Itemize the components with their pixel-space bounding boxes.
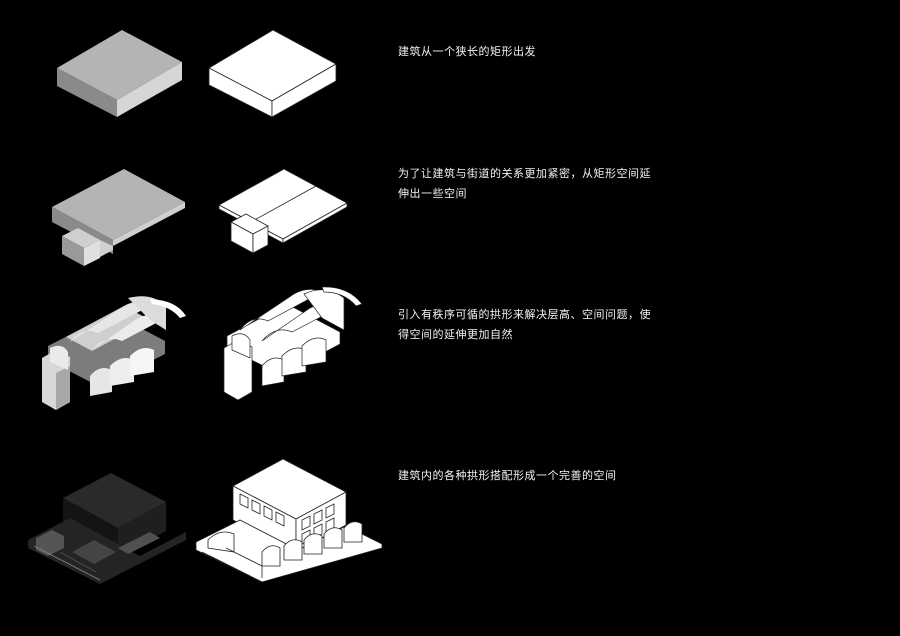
step1-white-box <box>208 29 337 118</box>
step3-caption: 引入有秩序可循的拱形来解决层高、空间问题，使得空间的延伸更加自然 <box>398 308 651 341</box>
step2-gray-box <box>52 169 185 266</box>
step4-dark-building <box>28 473 186 584</box>
step3-gray-arches <box>42 296 186 410</box>
step1-gray-box <box>57 30 182 117</box>
step1-caption: 建筑从一个狭长的矩形出发 <box>398 45 536 58</box>
step3-white-arches <box>223 286 363 401</box>
step2-caption: 为了让建筑与街道的关系更加紧密，从矩形空间延伸出一些空间 <box>398 167 651 200</box>
step4-caption: 建筑内的各种拱形搭配形成一个完善的空间 <box>398 469 617 482</box>
step4-white-building <box>195 458 383 583</box>
step2-white-box <box>218 168 348 254</box>
